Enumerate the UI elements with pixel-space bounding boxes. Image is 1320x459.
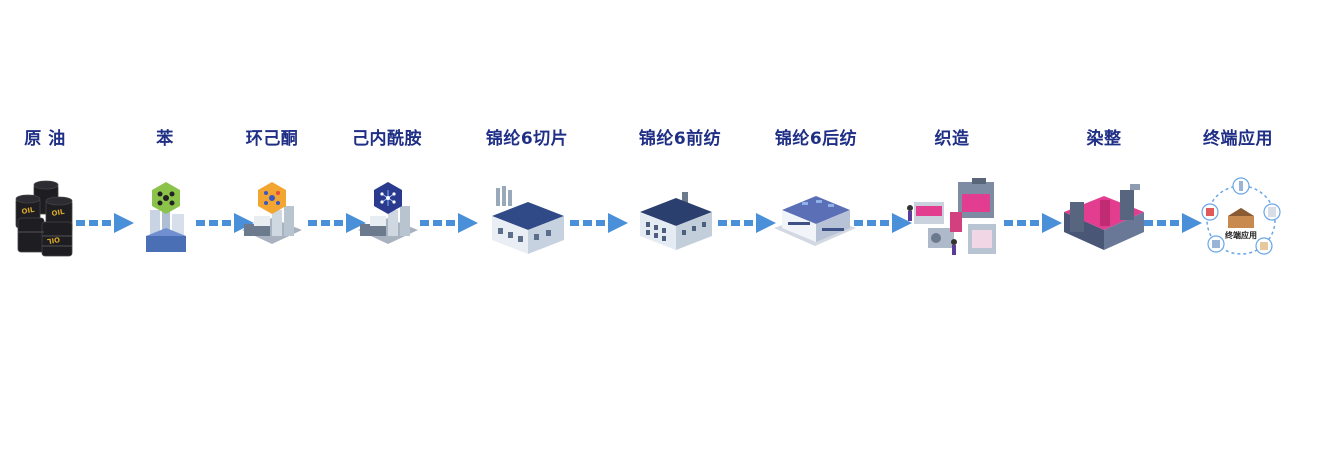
barrel-text-1: OIL [21,206,36,216]
flow-arrow-2 [196,213,254,233]
step-label-dyeing-finishing: 染整 [1086,129,1122,149]
step-label-benzene: 苯 [156,129,174,149]
caprolactam-plant-icon [358,182,418,244]
step-label-cyclohexanone: 环己酮 [245,129,299,149]
barrel-text-2: OIL [51,208,66,218]
flow-arrow-8 [1004,213,1062,233]
step-label-nylon6-pre-spinning: 锦纶6前纺 [638,129,722,149]
flow-arrow-3 [308,213,366,233]
step-label-nylon6-chips: 锦纶6切片 [485,129,569,149]
dyeing-finishing-machine-icon [1064,184,1144,250]
flow-arrow-9 [1144,213,1202,233]
step-label-crude-oil: 原 油 [24,129,66,149]
oil-barrels-icon: OIL OIL OIL [15,180,73,257]
nylon6-chip-factory-icon [492,186,564,254]
flow-arrow-1 [76,213,134,233]
flow-arrow-5 [570,213,628,233]
weaving-machines-icon [907,178,996,255]
step-label-caprolactam: 己内酰胺 [352,129,422,149]
step-label-nylon6-post-spinning: 锦纶6后纺 [774,129,858,149]
end-applications-icon: 终端应用 [1201,177,1281,255]
end-app-center-label: 终端应用 [1224,230,1257,240]
step-label-weaving: 织造 [934,129,970,149]
nylon6-post-spinning-factory-icon [774,196,856,246]
flow-arrow-4 [420,213,478,233]
cyclohexanone-plant-icon [242,182,302,244]
barrel-text-3: OIL [46,235,61,245]
step-label-end-applications: 终端应用 [1203,129,1273,149]
flow-arrow-6 [718,213,776,233]
nylon6-spinning-factory-icon [640,192,712,250]
flow-arrow-7 [854,213,912,233]
benzene-plant-icon [146,182,186,252]
